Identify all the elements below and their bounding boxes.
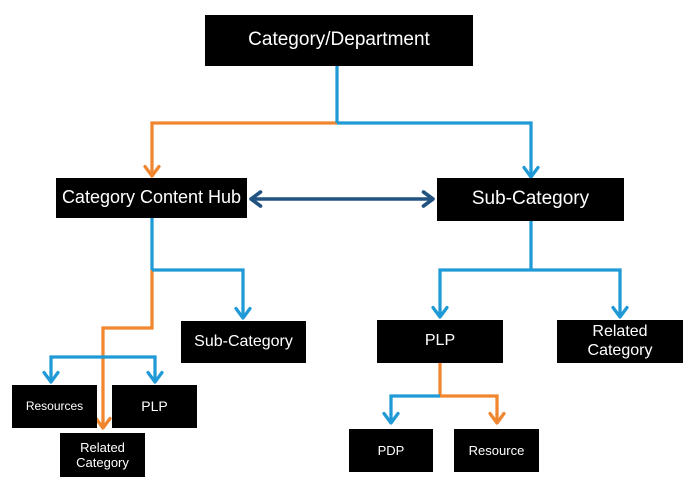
node-sub-category: Sub-Category [437,178,624,221]
node-resources: Resources [12,385,97,428]
node-label: Resources [25,399,84,414]
node-label: Category/Department [248,29,430,51]
node-plp-left: PLP [112,385,197,428]
node-plp-right: PLP [377,320,503,363]
node-label: Resource [468,442,525,458]
node-related-category-right: Related Category [557,320,683,363]
node-label: Related Category [76,439,129,470]
node-resource: Resource [454,429,539,472]
node-related-category-left: Related Category [60,433,145,477]
node-label: Category Content Hub [61,187,242,208]
node-label: Sub-Category [194,332,293,350]
node-label: PLP [141,398,168,415]
node-category-department: Category/Department [205,15,473,66]
node-category-content-hub: Category Content Hub [56,178,247,218]
node-sub-category-2: Sub-Category [181,321,306,363]
node-pdp: PDP [349,429,433,472]
node-label: PDP [377,442,405,458]
node-label: Related Category [587,322,653,359]
node-label: PLP [424,332,456,350]
node-label: Sub-Category [471,188,590,210]
